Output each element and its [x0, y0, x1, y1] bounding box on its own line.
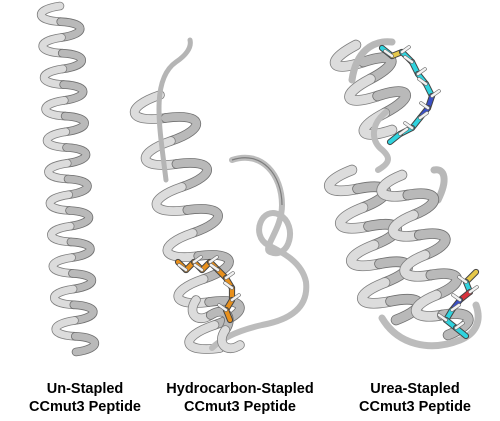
- ribbon-turn: [64, 175, 92, 199]
- loop-coil-edge: [231, 157, 283, 206]
- caption-hydrocarbon-stapled: Hydrocarbon-Stapled CCmut3 Peptide: [155, 380, 325, 416]
- helix-segment: [187, 295, 245, 354]
- hydrocarbon-stapled-structure: [129, 37, 310, 354]
- ribbon-turn: [358, 53, 396, 84]
- ribbon-turn: [335, 203, 373, 233]
- ribbon-turn: [71, 332, 99, 356]
- hydrocarbon-staple: [174, 255, 241, 324]
- urea-stapled-structure: [324, 38, 482, 350]
- ribbon-turn: [163, 229, 203, 261]
- ribbon-turn: [70, 301, 97, 324]
- ribbon-turn: [40, 65, 68, 89]
- hydrogen: [403, 121, 414, 130]
- ribbon-turn: [345, 74, 383, 105]
- ribbon-turn: [346, 240, 384, 271]
- hydrogen: [177, 263, 188, 272]
- hydrogen: [457, 275, 468, 284]
- ribbon-turn: [39, 34, 66, 57]
- ribbon-turn: [411, 290, 447, 321]
- unstapled-helix-structure: [36, 1, 100, 357]
- hydrogen: [192, 255, 203, 264]
- ribbon-turn: [324, 165, 362, 196]
- hydrogen: [450, 303, 461, 312]
- hydrogen: [403, 55, 414, 64]
- caption-line-2: CCmut3 Peptide: [359, 399, 471, 415]
- hydrogen: [383, 49, 394, 58]
- hydrogen: [223, 281, 234, 290]
- ribbon-turn: [400, 250, 436, 281]
- ribbon-turn: [44, 159, 72, 183]
- hydrogen: [398, 127, 409, 136]
- caption-line-1: Un-Stapled: [46, 381, 124, 397]
- caption-urea-stapled: Urea-Stapled CCmut3 Peptide: [330, 380, 500, 416]
- ribbon-turn: [183, 205, 223, 237]
- ribbon-turn: [60, 81, 87, 104]
- ribbon-turn: [42, 96, 69, 120]
- caption-line-1: Urea-Stapled: [370, 381, 460, 397]
- caption-unstapled: Un-Stapled CCmut3 Peptide: [0, 380, 170, 416]
- ribbon-turn: [61, 112, 89, 136]
- hydrogen: [224, 271, 235, 280]
- hydrogen: [417, 77, 428, 86]
- hydrogen: [418, 111, 429, 120]
- hydrogen: [400, 45, 411, 54]
- urea-staple-top: [378, 44, 441, 146]
- ribbon-turn: [46, 191, 73, 214]
- ribbon-turn: [388, 210, 424, 241]
- hydrogen: [419, 101, 430, 110]
- ribbon-turn: [217, 326, 244, 353]
- ribbon-turn: [43, 128, 70, 151]
- hydrogen: [217, 303, 228, 312]
- hydrogen: [230, 293, 241, 302]
- caption-line-2: CCmut3 Peptide: [29, 399, 141, 415]
- ribbon-turn: [403, 189, 439, 220]
- hydrogen: [208, 255, 219, 264]
- ribbon-turn: [52, 317, 79, 340]
- ribbon-turn: [357, 278, 395, 308]
- loop-coil: [209, 154, 310, 351]
- bottom-loop: [378, 301, 482, 350]
- loop-coil: [371, 109, 391, 173]
- caption-line-1: Hydrocarbon-Stapled: [166, 381, 314, 397]
- hydrogen: [209, 263, 220, 272]
- ribbon-turn: [373, 87, 411, 118]
- ribbon-turn: [194, 251, 233, 283]
- hydrogen: [451, 293, 462, 302]
- urea-staple-bottom: [437, 268, 480, 340]
- hydrogen: [454, 321, 465, 330]
- hydrogen: [193, 263, 204, 272]
- hydrogen: [416, 67, 427, 76]
- n-terminal-tail: [156, 37, 193, 183]
- right-tail: [430, 166, 448, 204]
- ribbon-turn: [58, 49, 86, 73]
- ribbon-turn: [37, 2, 65, 26]
- ribbon-turn: [63, 144, 90, 167]
- ribbon-turn: [50, 285, 78, 309]
- hydrogen: [468, 285, 479, 294]
- ribbon-turn: [414, 229, 450, 260]
- ribbon-turn: [57, 18, 84, 41]
- hydrogen: [437, 313, 448, 322]
- caption-line-2: CCmut3 Peptide: [184, 399, 296, 415]
- ribbon-turn: [66, 207, 93, 230]
- ribbon-turn: [152, 183, 192, 215]
- ribbon-turn: [426, 269, 462, 300]
- ribbon-turn: [49, 254, 76, 277]
- ribbon-turn: [68, 269, 96, 293]
- bond: [387, 131, 403, 145]
- ribbon-turn: [67, 238, 94, 262]
- bond: [453, 325, 469, 339]
- hydrogen: [430, 89, 441, 98]
- ribbon-turn: [172, 159, 212, 191]
- helix-segment: [129, 90, 245, 354]
- helix-segment: [329, 39, 411, 140]
- ribbon-turn: [130, 91, 170, 123]
- ribbon-turn: [47, 222, 75, 246]
- ribbon-turn: [377, 170, 413, 201]
- top-tail: [348, 38, 396, 84]
- ribbon-turn: [161, 113, 201, 145]
- helix-segment: [376, 169, 474, 341]
